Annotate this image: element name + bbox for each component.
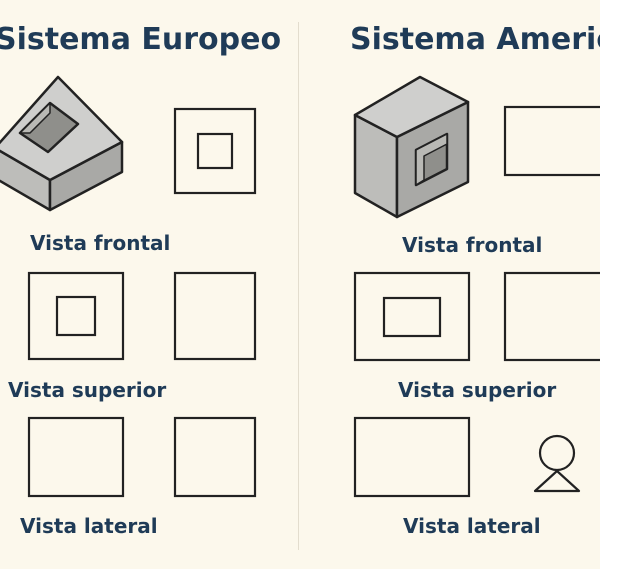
european-label-front: Vista frontal bbox=[30, 231, 171, 255]
american-label-top: Vista superior bbox=[398, 378, 557, 402]
european-side-view-rect bbox=[27, 416, 125, 498]
american-side-view-rect bbox=[353, 416, 471, 498]
european-front-view-hole bbox=[196, 132, 234, 170]
american-top-view-outer bbox=[353, 271, 471, 362]
european-top-view-outer bbox=[27, 271, 125, 361]
diagram-canvas: Sistema Europeo Vista frontal Vista supe… bbox=[0, 0, 600, 569]
american-isometric-cube bbox=[353, 75, 470, 219]
european-isometric-cube bbox=[0, 75, 124, 212]
american-system-title: Sistema Americano bbox=[350, 22, 600, 57]
european-front-view-outer bbox=[173, 107, 257, 195]
european-side-view-square bbox=[173, 416, 257, 498]
european-label-top: Vista superior bbox=[8, 378, 167, 402]
european-top-view-square bbox=[173, 271, 257, 361]
european-system-title: Sistema Europeo bbox=[0, 22, 282, 57]
american-top-view-rect bbox=[503, 271, 600, 362]
american-label-front: Vista frontal bbox=[402, 233, 543, 257]
observer-person-icon bbox=[533, 434, 581, 493]
american-top-view-hole bbox=[382, 296, 442, 338]
european-top-view-hole bbox=[55, 295, 97, 337]
section-divider bbox=[298, 22, 299, 550]
european-label-side: Vista lateral bbox=[20, 514, 158, 538]
american-front-view-rect bbox=[503, 105, 600, 177]
american-label-side: Vista lateral bbox=[403, 514, 541, 538]
